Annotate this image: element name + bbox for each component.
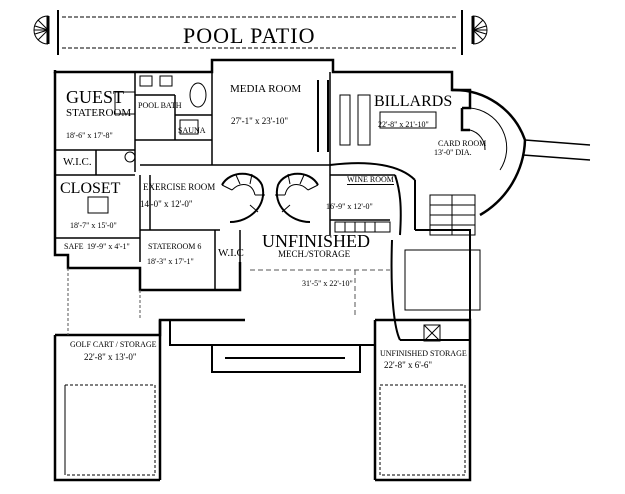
- wic-label-2: W.I.C: [218, 247, 244, 259]
- pool-patio-boundary: [57, 10, 463, 55]
- wine-racks: [334, 221, 391, 233]
- billiards-table: [379, 111, 437, 129]
- garage-left-walls: [53, 318, 245, 482]
- unfinished-storage-label: UNFINISHED STORAGE: [380, 349, 467, 358]
- safe-label: SAFE: [64, 242, 84, 251]
- media-furniture: [317, 80, 371, 152]
- unfinished-mech-label-2: MECH./STORAGE: [278, 249, 351, 259]
- card-room-dims: 13'-0" DIA.: [434, 148, 472, 157]
- exercise-room-label: EXERCISE ROOM: [143, 182, 216, 192]
- garage-left-doors: [64, 384, 156, 476]
- stateroom6-label: STATEROOM 6: [148, 242, 202, 251]
- unfinished-mech-label-1: UNFINISHED: [262, 231, 370, 251]
- guest-stateroom-name-1: GUEST: [66, 87, 124, 107]
- sauna-label: SAUNA: [178, 126, 206, 135]
- card-room: [451, 88, 591, 217]
- curved-stair-left-icon: [221, 172, 265, 223]
- pool-bath-label: POOL BATH: [138, 101, 182, 110]
- dashed-lines-left: [67, 268, 141, 335]
- card-room-label: CARD ROOM: [438, 139, 487, 148]
- wic-label-1: W.I.C.: [63, 156, 92, 168]
- page-title: POOL PATIO: [183, 23, 316, 48]
- garage-right-walls: [373, 318, 472, 482]
- service-stair-icon: [429, 194, 476, 236]
- spiral-stair-left-icon: [33, 15, 50, 45]
- unfinished-storage-dims: 22'-8" x 6'-6": [384, 360, 433, 370]
- golf-cart-dims: 22'-8" x 13'-0": [84, 352, 137, 362]
- media-room-dims: 27'-1" x 23'-10": [231, 116, 289, 126]
- center-bay-walls: [160, 319, 375, 373]
- wine-room-walls: [329, 162, 471, 341]
- media-room-label: MEDIA ROOM: [230, 83, 302, 95]
- guest-stateroom-name-2: STATEROOM: [66, 107, 132, 119]
- closet-label: CLOSET: [60, 180, 121, 197]
- billards-label: BILLARDS: [374, 93, 453, 110]
- unfinished-mech-boundary: [250, 269, 390, 315]
- curved-stair-right-icon: [275, 172, 319, 223]
- billards-dims: 22'-8" x 21'-10": [378, 120, 429, 129]
- storage-box: [404, 249, 481, 342]
- spiral-stair-right-icon: [471, 15, 488, 45]
- unfinished-mech-dims: 31'-5" x 22'-10": [302, 279, 353, 288]
- stateroom6-dims: 18'-3" x 17'-1": [147, 257, 194, 266]
- exterior-walls: [53, 58, 472, 292]
- golf-cart-label: GOLF CART / STORAGE: [70, 340, 157, 349]
- pool-bath-fixtures: [139, 75, 207, 135]
- guest-stateroom-dims: 18'-6" x 17'-8": [66, 131, 113, 140]
- garage-right-doors: [379, 384, 466, 476]
- wine-room-label: WINE ROOM: [347, 175, 394, 185]
- interior-walls: [140, 72, 395, 290]
- safe-dims: 19'-9" x 4'-1": [87, 242, 130, 251]
- closet-dims: 18'-7" x 15'-0": [70, 221, 117, 230]
- closet-table: [87, 196, 109, 214]
- wine-room-dims: 16'-9" x 12'-0": [326, 202, 373, 211]
- closet-fan-icon: [124, 151, 136, 163]
- exercise-room-dims: 14'-0" x 12'-0": [140, 199, 193, 209]
- guest-bed: [114, 91, 136, 115]
